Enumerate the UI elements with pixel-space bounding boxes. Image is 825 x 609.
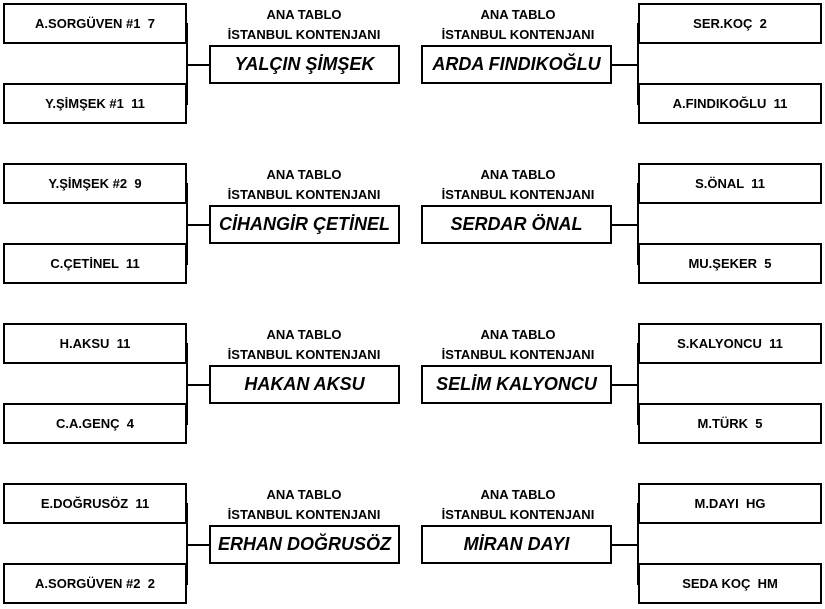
right-match-1-winner: ARDA FINDIKOĞLU (421, 45, 612, 84)
left-match-1-top-player: A.SORGÜVEN #1 7 (3, 3, 187, 44)
right-match-4-bottom-player: SEDA KOÇ HM (638, 563, 822, 604)
caption-line-1: ANA TABLO (480, 167, 556, 182)
caption-line-2: İSTANBUL KONTENJANI (441, 27, 595, 42)
bracket-line (637, 23, 639, 105)
left-match-4-top-player: E.DOĞRUSÖZ 11 (3, 483, 187, 524)
left-match-3-bottom-player: C.A.GENÇ 4 (3, 403, 187, 444)
caption-line-2: İSTANBUL KONTENJANI (227, 507, 381, 522)
left-match-1-bottom-player: Y.ŞİMŞEK #1 11 (3, 83, 187, 124)
caption-line-1: ANA TABLO (266, 167, 342, 182)
left-match-1-winner: YALÇIN ŞİMŞEK (209, 45, 400, 84)
caption-line-2: İSTANBUL KONTENJANI (227, 187, 381, 202)
bracket-line (612, 384, 639, 386)
caption-line-2: İSTANBUL KONTENJANI (441, 507, 595, 522)
right-match-3-caption: ANA TABLO İSTANBUL KONTENJANI (403, 325, 633, 365)
left-match-4-winner: ERHAN DOĞRUSÖZ (209, 525, 400, 564)
left-match-2-bottom-player: C.ÇETİNEL 11 (3, 243, 187, 284)
bracket-line (612, 64, 639, 66)
caption-line-1: ANA TABLO (266, 327, 342, 342)
caption-line-1: ANA TABLO (266, 7, 342, 22)
left-match-2-caption: ANA TABLO İSTANBUL KONTENJANI (189, 165, 419, 205)
bracket-line (186, 224, 210, 226)
right-match-2-caption: ANA TABLO İSTANBUL KONTENJANI (403, 165, 633, 205)
left-match-2-winner: CİHANGİR ÇETİNEL (209, 205, 400, 244)
caption-line-1: ANA TABLO (480, 327, 556, 342)
caption-line-2: İSTANBUL KONTENJANI (227, 27, 381, 42)
right-match-3-top-player: S.KALYONCU 11 (638, 323, 822, 364)
left-match-4-caption: ANA TABLO İSTANBUL KONTENJANI (189, 485, 419, 525)
left-match-3-caption: ANA TABLO İSTANBUL KONTENJANI (189, 325, 419, 365)
bracket-line (186, 544, 210, 546)
bracket-line (612, 544, 639, 546)
left-match-1-caption: ANA TABLO İSTANBUL KONTENJANI (189, 5, 419, 45)
left-match-2-top-player: Y.ŞİMŞEK #2 9 (3, 163, 187, 204)
right-match-1-caption: ANA TABLO İSTANBUL KONTENJANI (403, 5, 633, 45)
right-match-2-top-player: S.ÖNAL 11 (638, 163, 822, 204)
bracket-line (637, 503, 639, 585)
bracket-line (637, 343, 639, 425)
caption-line-1: ANA TABLO (266, 487, 342, 502)
left-match-3-winner: HAKAN AKSU (209, 365, 400, 404)
caption-line-2: İSTANBUL KONTENJANI (227, 347, 381, 362)
bracket-line (186, 64, 210, 66)
left-match-3-top-player: H.AKSU 11 (3, 323, 187, 364)
bracket-line (637, 183, 639, 265)
right-match-1-top-player: SER.KOÇ 2 (638, 3, 822, 44)
caption-line-2: İSTANBUL KONTENJANI (441, 187, 595, 202)
right-match-4-caption: ANA TABLO İSTANBUL KONTENJANI (403, 485, 633, 525)
right-match-3-winner: SELİM KALYONCU (421, 365, 612, 404)
caption-line-2: İSTANBUL KONTENJANI (441, 347, 595, 362)
left-match-4-bottom-player: A.SORGÜVEN #2 2 (3, 563, 187, 604)
caption-line-1: ANA TABLO (480, 7, 556, 22)
right-match-4-winner: MİRAN DAYI (421, 525, 612, 564)
bracket-line (186, 384, 210, 386)
right-match-2-bottom-player: MU.ŞEKER 5 (638, 243, 822, 284)
right-match-2-winner: SERDAR ÖNAL (421, 205, 612, 244)
right-match-3-bottom-player: M.TÜRK 5 (638, 403, 822, 444)
right-match-4-top-player: M.DAYI HG (638, 483, 822, 524)
caption-line-1: ANA TABLO (480, 487, 556, 502)
right-match-1-bottom-player: A.FINDIKOĞLU 11 (638, 83, 822, 124)
bracket-line (612, 224, 639, 226)
